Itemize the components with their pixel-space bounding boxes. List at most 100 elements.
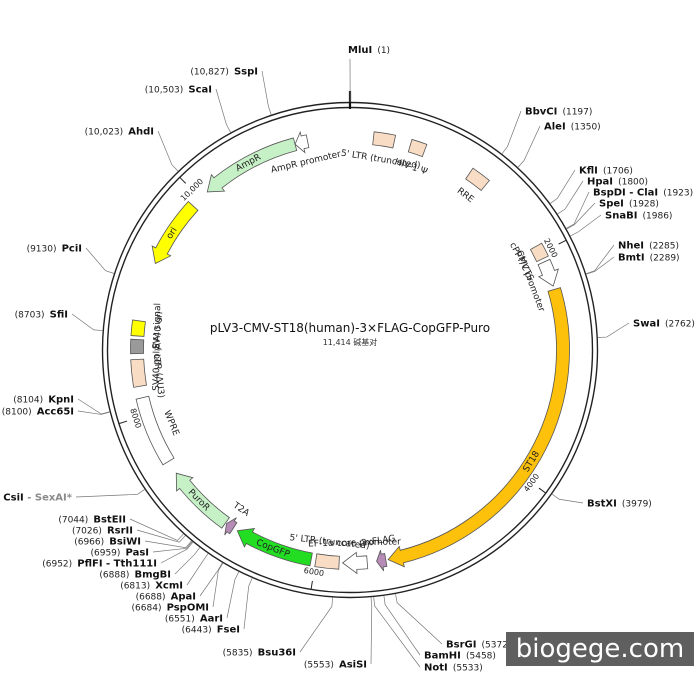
site-name: BbvCI xyxy=(525,107,557,118)
restriction-site-bsu36i[interactable]: (5835) Bsu36I xyxy=(223,641,296,660)
feature-rre[interactable] xyxy=(465,167,490,192)
site-pos: (6952) xyxy=(42,560,72,570)
restriction-site-bmti[interactable]: BmtI (2289) xyxy=(618,246,680,265)
feature-wpre[interactable] xyxy=(135,395,175,466)
restriction-site-sfii[interactable]: (8703) SfiI xyxy=(15,303,68,322)
site-name: MluI xyxy=(348,45,372,56)
feature-sv40pa[interactable] xyxy=(130,338,145,355)
feature-st18[interactable] xyxy=(387,287,570,568)
site-name: BamHI xyxy=(424,651,461,662)
feature-cmv[interactable] xyxy=(537,258,559,287)
restriction-site-bmgbi[interactable]: (6888) BmgBI xyxy=(99,563,171,582)
site-name: RsrII xyxy=(107,526,133,537)
restriction-site-nhei[interactable]: NheI (2285) xyxy=(618,234,679,253)
restriction-site-pcii[interactable]: (9130) PciI xyxy=(27,237,82,256)
feature-ef1a[interactable] xyxy=(341,551,369,575)
site-pos: (10,827) xyxy=(190,68,229,78)
restriction-site-rsrii[interactable]: (7026) RsrII xyxy=(72,519,133,538)
restriction-site-mlui[interactable]: MluI (1) xyxy=(348,38,390,57)
tick-label: 6000 xyxy=(303,566,325,578)
site-leader xyxy=(557,180,584,215)
site-name: BmgBI xyxy=(134,570,171,581)
feature-ampr[interactable] xyxy=(206,137,298,193)
site-pos: (5835) xyxy=(223,649,253,659)
restriction-site-bspdi-clai[interactable]: BspDI - ClaI (1923) xyxy=(593,181,693,200)
site-pos: (6888) xyxy=(99,571,129,581)
feature-label-sv40pa: SV40 poly(A) signal xyxy=(152,303,163,391)
restriction-site-bsrgi[interactable]: BsrGI (5372) xyxy=(446,633,511,652)
site-leader xyxy=(226,571,240,619)
restriction-site-fsei[interactable]: (6443) FseI xyxy=(182,618,240,637)
site-name: XcmI xyxy=(155,581,183,592)
site-name: PspOMI xyxy=(167,603,209,614)
restriction-site-bbvci[interactable]: BbvCI (1197) xyxy=(525,100,592,119)
site-leader xyxy=(144,540,192,549)
feature-label-flag: 3xFLAG xyxy=(361,534,397,549)
feature-label-rre: RRE xyxy=(455,186,476,205)
feature-hiv-psi[interactable] xyxy=(407,138,428,158)
site-leader xyxy=(395,593,443,645)
site-leader xyxy=(77,410,111,415)
restriction-site-ahdi[interactable]: (10,023) AhdI xyxy=(85,120,154,139)
restriction-site-alei[interactable]: AleI (1350) xyxy=(544,115,601,134)
site-pos: (1) xyxy=(377,46,390,56)
site-pos: (6813) xyxy=(120,582,150,592)
site-leader xyxy=(570,214,602,237)
site-name: BsiWI xyxy=(109,537,141,548)
feature-t2a[interactable] xyxy=(224,517,238,536)
site-pos: (10,023) xyxy=(85,128,124,138)
site-pos: (1197) xyxy=(562,108,592,118)
restriction-site-spei[interactable]: SpeI (1928) xyxy=(599,192,659,211)
site-leader xyxy=(157,130,179,172)
restriction-site-hpai[interactable]: HpaI (1800) xyxy=(587,170,648,189)
feature-ltr3[interactable] xyxy=(130,358,147,388)
site-name: BstXI xyxy=(587,499,617,510)
restriction-site-xcmi[interactable]: (6813) XcmI xyxy=(120,574,183,593)
feature-cppt[interactable] xyxy=(529,242,549,263)
feature-label-sv40ori: SV40 ori xyxy=(152,311,166,350)
feature-sv40ori[interactable] xyxy=(130,319,146,337)
restriction-site-scai[interactable]: (10,503) ScaI xyxy=(145,78,212,97)
site-name: SfiI xyxy=(50,310,68,321)
site-leader xyxy=(565,191,590,229)
feature-flag[interactable] xyxy=(376,550,388,572)
feature-puror[interactable] xyxy=(175,472,230,529)
feature-label-wpre: WPRE xyxy=(161,409,180,437)
site-leader xyxy=(174,547,201,575)
site-name: AsiSI xyxy=(339,660,367,671)
restriction-site-aari[interactable]: (6551) AarI xyxy=(165,607,223,626)
restriction-site-swai[interactable]: SwaI (2762) xyxy=(633,312,695,331)
site-leader xyxy=(383,595,421,656)
restriction-site-kpni[interactable]: (8104) KpnI xyxy=(13,388,74,407)
site-name: ApaI xyxy=(171,592,196,603)
restriction-site-bsteii[interactable]: (7044) BstEII xyxy=(58,508,126,527)
restriction-site-noti[interactable]: NotI (5533) xyxy=(424,656,483,675)
site-name: BsrGI xyxy=(446,640,476,651)
feature-label-t2a: T2A xyxy=(230,500,252,519)
tick-mark xyxy=(179,177,187,184)
restriction-site-bstxi[interactable]: BstXI (3979) xyxy=(587,492,652,511)
restriction-site-sspi[interactable]: (10,827) SspI xyxy=(190,60,258,79)
site-leader xyxy=(585,244,615,274)
site-name: BmtI xyxy=(618,253,645,264)
restriction-site-snabi[interactable]: SnaBI (1986) xyxy=(605,204,672,223)
restriction-site-csii[interactable]: (7477) CsiI - SexAI* xyxy=(0,486,73,505)
feature-amppro[interactable] xyxy=(294,130,310,154)
restriction-site-pasi[interactable]: (6959) PasI xyxy=(90,541,149,560)
site-name: PciI xyxy=(62,244,82,255)
restriction-site-apai[interactable]: (6688) ApaI xyxy=(136,585,196,604)
feature-copgfp[interactable] xyxy=(236,527,313,567)
restriction-site-kfli[interactable]: KflI (1706) xyxy=(579,159,633,178)
restriction-site-asisi[interactable]: (5553) AsiSI xyxy=(304,653,367,672)
feature-ltr-trunc2[interactable] xyxy=(314,553,340,570)
plasmid-title: pLV3-CMV-ST18(human)-3×FLAG-CopGFP-Puro xyxy=(210,321,490,335)
site-pos: (1706) xyxy=(603,167,633,177)
restriction-site-pflfi-tth111i[interactable]: (6952) PflFI - Tth111I xyxy=(42,552,157,571)
feature-ori[interactable] xyxy=(151,200,199,265)
restriction-site-acc65i[interactable]: (8100) Acc65I xyxy=(2,400,74,419)
feature-ltr5[interactable] xyxy=(372,131,397,149)
restriction-site-bsiwi[interactable]: (6966) BsiWI xyxy=(74,530,141,549)
restriction-site-pspomi[interactable]: (6684) PspOMI xyxy=(132,596,209,615)
restriction-site-bamhi[interactable]: BamHI (5458) xyxy=(424,644,496,663)
